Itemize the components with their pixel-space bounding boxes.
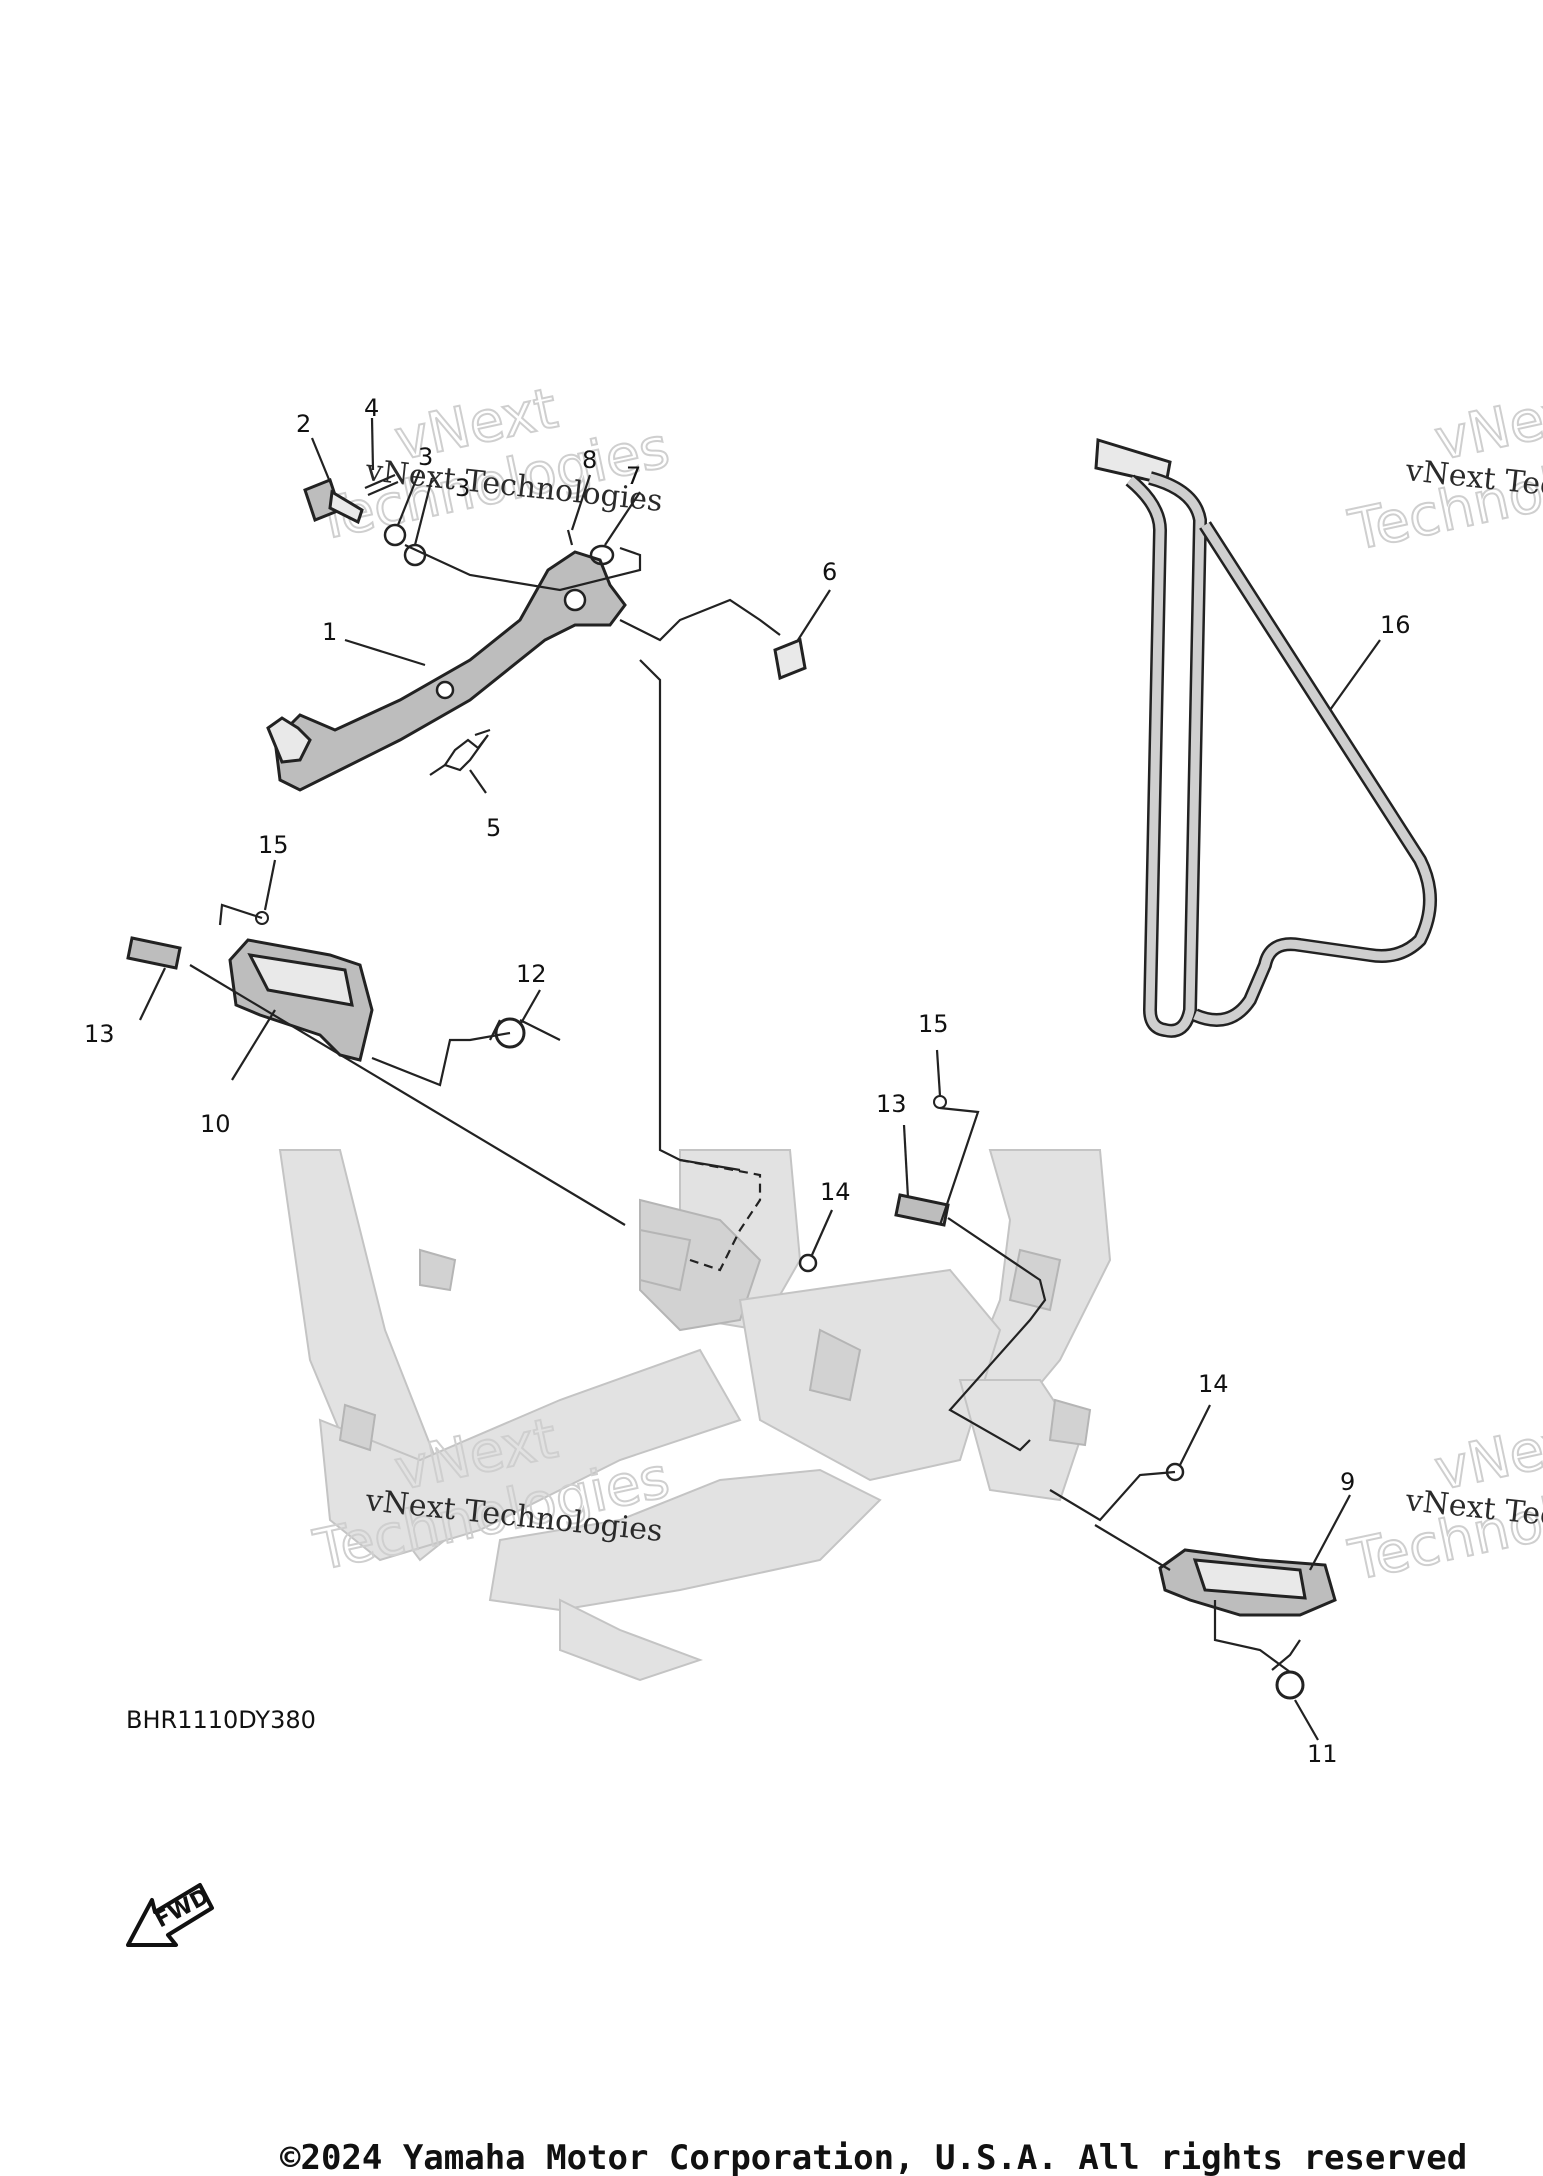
- diagram-code: BHR1110DY380: [126, 1706, 316, 1734]
- part-12-footrest-spring-left: [489, 1017, 561, 1049]
- part-15-washer-right: [933, 1095, 947, 1109]
- callout-11: 11: [1307, 1740, 1338, 1768]
- callout-2: 2: [296, 410, 311, 438]
- part-8-pin: [566, 529, 574, 546]
- part-7-clip: [589, 544, 615, 566]
- callout-1: 1: [322, 618, 337, 646]
- callout-15-left: 15: [258, 831, 289, 859]
- callout-3-b: 3: [455, 474, 470, 502]
- callout-5: 5: [486, 814, 501, 842]
- callout-13-left: 13: [84, 1020, 115, 1048]
- part-9-right-footrest: [1158, 1548, 1337, 1617]
- watermark-lower-right: vNext Technologies vNext Technologies: [1342, 1405, 1543, 1595]
- callout-4: 4: [364, 394, 379, 422]
- motorcycle-frame: [278, 1149, 1112, 1682]
- part-2-pivot-bolt: [303, 478, 364, 525]
- fwd-direction-arrow: FWD: [126, 1883, 214, 1947]
- callout-10: 10: [200, 1110, 231, 1138]
- callout-14-lower: 14: [1198, 1370, 1229, 1398]
- callout-6: 6: [822, 558, 837, 586]
- watermark-upper-right: vNext Technologies vNext Technologies: [1342, 375, 1543, 565]
- callout-8: 8: [582, 446, 597, 474]
- part-4-cotter-pin: [364, 473, 399, 497]
- part-3-washer-b: [403, 543, 427, 567]
- callout-16: 16: [1380, 611, 1411, 639]
- callout-3-a: 3: [418, 443, 433, 471]
- part-6-bolt: [773, 637, 807, 681]
- part-13-footrest-pin-left: [126, 936, 182, 970]
- callout-7: 7: [626, 462, 641, 490]
- assembly-lines: [189, 544, 1291, 1673]
- callout-12: 12: [516, 960, 547, 988]
- part-14-collar-upper: [798, 1253, 818, 1273]
- part-1-brake-pedal: [266, 550, 627, 792]
- part-16-stand: [1094, 438, 1437, 1038]
- part-5-return-spring: [429, 728, 491, 776]
- part-13-footrest-pin-right: [894, 1193, 950, 1227]
- callout-15-right: 15: [918, 1010, 949, 1038]
- part-10-left-footrest: [228, 938, 374, 1062]
- callout-13-right: 13: [876, 1090, 907, 1118]
- copyright-notice: ©2024 Yamaha Motor Corporation, U.S.A. A…: [280, 2138, 1468, 2176]
- callout-14-upper: 14: [820, 1178, 851, 1206]
- part-3-washer-a: [383, 523, 407, 547]
- callout-9: 9: [1340, 1468, 1355, 1496]
- callout-numbers: 1 2 3 3 4 5 6 7 8 9 10 11 12 13 13 14 14…: [84, 394, 1411, 1768]
- callout-leaders: [139, 417, 1381, 1741]
